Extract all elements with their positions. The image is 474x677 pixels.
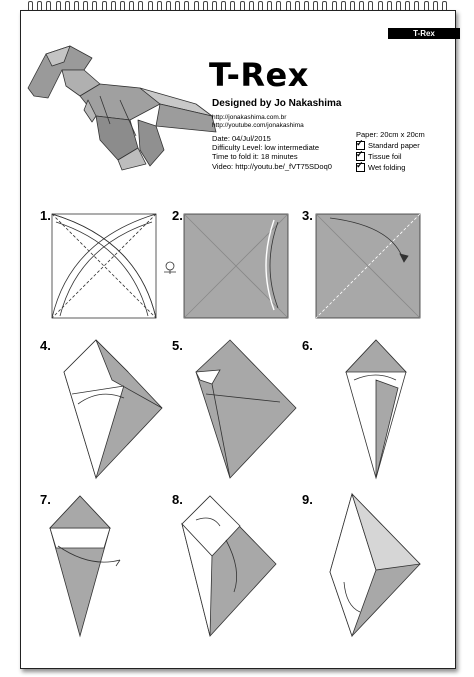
step-number: 5.: [172, 338, 183, 353]
step-3-diagram: [315, 213, 421, 319]
date-text: Date: 04/Jul/2015: [212, 134, 271, 143]
step-number: 9.: [302, 492, 313, 507]
step-1-diagram: [51, 213, 157, 319]
video-link[interactable]: Video: http://youtu.be/_fVT75SDoq0: [212, 161, 332, 171]
step-number: 6.: [302, 338, 313, 353]
step-7-diagram: [49, 495, 121, 638]
paper-option-label: Tissue foil: [368, 152, 402, 161]
paper-option: Wet folding: [356, 160, 425, 173]
paper-option-label: Standard paper: [368, 141, 420, 150]
paper-size: Paper: 20cm x 20cm: [356, 130, 425, 139]
step-number: 8.: [172, 492, 183, 507]
trex-illustration: [27, 45, 217, 171]
step-number: 4.: [40, 338, 51, 353]
info-block: Date: 04/Jul/2015 Difficulty Level: low …: [212, 134, 332, 171]
step-number: 7.: [40, 492, 51, 507]
step-number: 3.: [302, 208, 313, 223]
header-tag: T-Rex: [388, 28, 460, 39]
step-9-diagram: [329, 492, 421, 638]
step-2-diagram: [164, 213, 289, 319]
step-number: 1.: [40, 208, 51, 223]
step-number: 2.: [172, 208, 183, 223]
paper-option: Tissue foil: [356, 149, 425, 162]
paper-info: Paper: 20cm x 20cm Standard paper Tissue…: [356, 129, 425, 173]
website-url[interactable]: http://jonakashima.com.br: [212, 114, 287, 121]
step-6-diagram: [345, 339, 407, 480]
step-5-diagram: [195, 339, 297, 479]
youtube-url[interactable]: http://youtube.com/jonakashima: [212, 122, 304, 129]
step-4-diagram: [63, 339, 163, 480]
difficulty-text: Difficulty Level: low intermediate: [212, 143, 319, 153]
page-title: T-Rex: [209, 56, 309, 94]
designer-credit: Designed by Jo Nakashima: [212, 98, 342, 109]
url-list: http://jonakashima.com.br http://youtube…: [212, 114, 304, 130]
time-text: Time to fold it: 18 minutes: [212, 152, 298, 162]
paper-option: Standard paper: [356, 138, 425, 151]
checkbox-icon: [356, 160, 365, 172]
step-8-diagram: [181, 495, 277, 637]
paper-option-label: Wet folding: [368, 163, 406, 172]
